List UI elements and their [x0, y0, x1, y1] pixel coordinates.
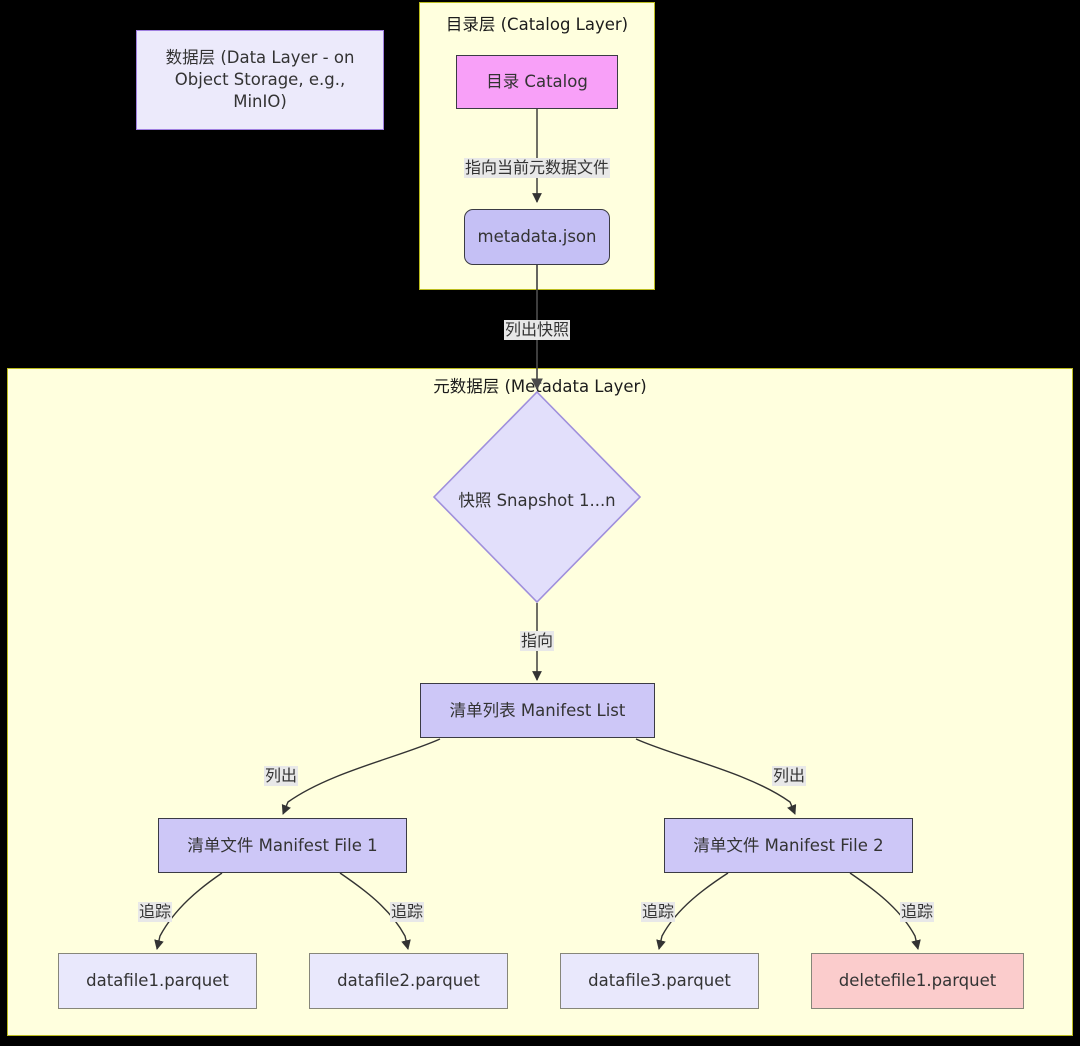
edge-label-list-manifest-1: 列出 [263, 766, 299, 786]
edge-label-points-to-current-metadata: 指向当前元数据文件 [463, 158, 611, 178]
node-datafile1[interactable]: datafile1.parquet [58, 953, 257, 1009]
node-manifest-list[interactable]: 清单列表 Manifest List [420, 683, 655, 738]
node-catalog[interactable]: 目录 Catalog [456, 55, 618, 109]
node-snapshot-label: 快照 Snapshot 1...n [458, 491, 616, 510]
node-snapshot[interactable]: 快照 Snapshot 1...n [433, 391, 641, 603]
edge-label-list-manifest-2: 列出 [771, 766, 807, 786]
subgraph-catalog-layer-title: 目录层 (Catalog Layer) [445, 15, 629, 34]
node-manifest-file-2[interactable]: 清单文件 Manifest File 2 [664, 818, 913, 873]
edge-label-track-datafile1: 追踪 [137, 902, 173, 922]
edge-label-track-datafile3: 追踪 [640, 902, 676, 922]
edge-label-points-to: 指向 [519, 631, 555, 651]
node-datafile3[interactable]: datafile3.parquet [560, 953, 759, 1009]
node-deletefile1[interactable]: deletefile1.parquet [811, 953, 1024, 1009]
edge-label-track-datafile2: 追踪 [389, 902, 425, 922]
note-data-layer: 数据层 (Data Layer - on Object Storage, e.g… [136, 30, 384, 130]
node-metadata-json[interactable]: metadata.json [464, 209, 610, 265]
node-manifest-file-1[interactable]: 清单文件 Manifest File 1 [158, 818, 407, 873]
edge-label-list-snapshots: 列出快照 [503, 320, 571, 340]
node-datafile2[interactable]: datafile2.parquet [309, 953, 508, 1009]
diamond-shape [433, 391, 641, 603]
edge-label-track-deletefile1: 追踪 [899, 902, 935, 922]
